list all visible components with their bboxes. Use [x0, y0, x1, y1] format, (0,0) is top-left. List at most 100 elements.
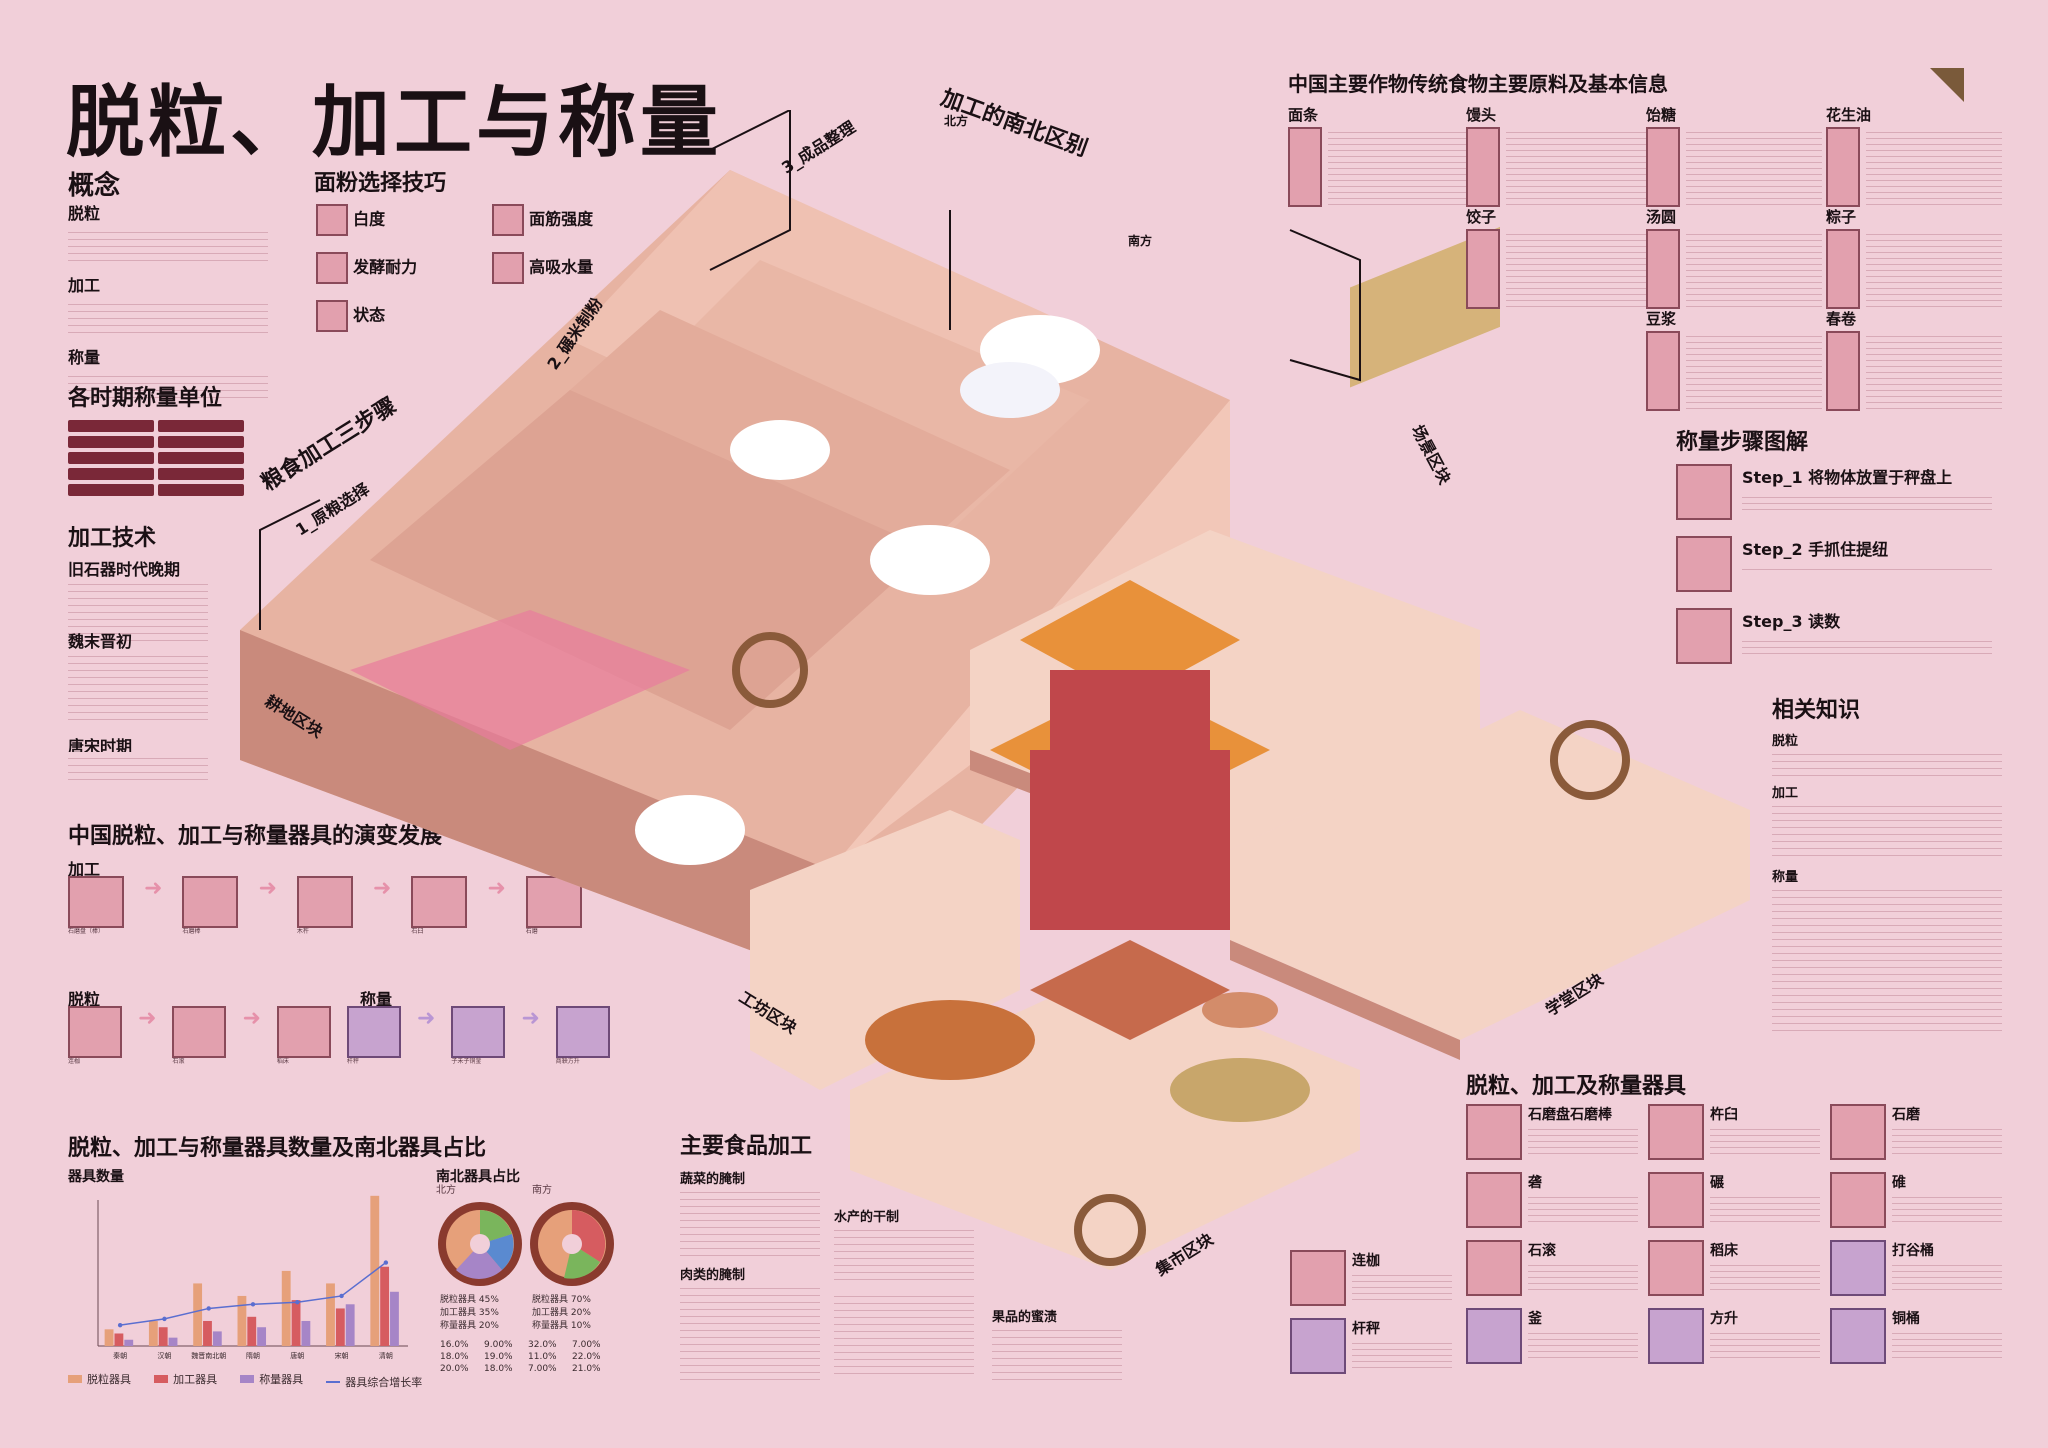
- concept-text: [68, 370, 268, 400]
- flour-thumb: [316, 300, 348, 332]
- x-tick-label: 汉朝: [157, 1352, 171, 1360]
- flour-thumb: [492, 252, 524, 284]
- flour-item-label: 发酵耐力: [353, 257, 418, 277]
- arrow-icon: ➜: [521, 1006, 540, 1031]
- foods-heading: 中国主要作物传统食物主要原料及基本信息: [1288, 72, 1668, 96]
- unit-cell: [158, 452, 244, 464]
- legend-item: 器具综合增长率: [326, 1374, 422, 1390]
- tool-card: 连枷: [1290, 1250, 1452, 1306]
- evolution-processing-row: 石磨盘（棒） ➜ 石磨棒 ➜ 木杵 ➜ 石臼 ➜ 石磨: [68, 876, 582, 936]
- main-food-item: 蔬菜的腌制: [680, 1172, 746, 1187]
- bar: [281, 1270, 291, 1346]
- tech-period: 旧石器时代晚期: [68, 560, 181, 579]
- unit-cell: [158, 468, 244, 480]
- evo-tool: 石磨棒: [182, 876, 239, 936]
- main-food-text: [992, 1324, 1122, 1384]
- concept-item-1: 脱粒: [68, 204, 101, 223]
- tool-card: 方升: [1648, 1308, 1830, 1364]
- main-food-text: [834, 1224, 974, 1284]
- flour-item: 白度: [316, 204, 385, 236]
- evolution-heading: 中国脱粒、加工与称量器具的演变发展: [68, 824, 443, 849]
- bar-chart: 秦朝汉朝魏晋南北朝隋朝唐朝宋朝清朝: [97, 1195, 408, 1360]
- isometric-scene: [240, 110, 1750, 1270]
- concept-item-3: 称量: [68, 348, 101, 367]
- bar: [380, 1266, 390, 1346]
- knowledge-item: 称量: [1772, 870, 1799, 885]
- growth-point: [206, 1306, 211, 1311]
- pie-south-label: 南方: [532, 1185, 552, 1196]
- flour-heading: 面粉选择技巧: [314, 171, 447, 196]
- evo-tool: 杆秤: [346, 1006, 401, 1066]
- evolution-row-2: 连枷 ➜ 石滚 ➜ 稻床 杆秤 ➜ 子禾子铜釜 ➜ 商鞅方升: [68, 1006, 610, 1066]
- legend-item: 脱粒器具: [68, 1371, 131, 1387]
- growth-point: [162, 1316, 167, 1322]
- main-food-text: [680, 1282, 820, 1382]
- bar: [212, 1331, 222, 1346]
- north-label: 北方: [944, 114, 969, 128]
- tech-text: [68, 650, 208, 724]
- food-card: 馒头: [1466, 104, 1656, 207]
- tool-card: 碾: [1648, 1172, 1830, 1228]
- tech-text: [68, 752, 208, 786]
- evolution-weighing-label: 称量: [360, 990, 393, 1009]
- bar: [203, 1320, 212, 1346]
- bar: [345, 1304, 355, 1346]
- evo-tool: 木杵: [296, 876, 353, 936]
- tool-card: 杵臼: [1648, 1104, 1830, 1160]
- tool-card: 釜: [1466, 1308, 1648, 1364]
- concept-text: [68, 298, 268, 338]
- corner-triangle-icon: [1930, 68, 1964, 102]
- tool-card: 铜桶: [1830, 1308, 2012, 1364]
- food-card: 面条: [1288, 104, 1478, 207]
- food-card: 饺子: [1466, 206, 1656, 309]
- legend-item: 称量器具: [240, 1371, 303, 1387]
- growth-point: [383, 1260, 389, 1265]
- concept-heading: 概念: [68, 171, 121, 201]
- tech-period: 唐宋时期: [68, 737, 133, 756]
- tool-card: 石磨盘石磨棒: [1466, 1104, 1648, 1160]
- concept-list: 脱粒 加工 称量: [68, 200, 268, 402]
- main-food-item: 果品的蜜渍: [992, 1310, 1058, 1325]
- knowledge-text: [1772, 884, 2002, 1034]
- weighing-step: Step_3 读数: [1676, 608, 1992, 664]
- weighing-step: Step_1 将物体放置于秤盘上: [1676, 464, 1992, 520]
- x-tick-label: 唐朝: [290, 1351, 304, 1360]
- units-table: [68, 420, 330, 496]
- pie-north-legend: 脱粒器具 45%加工器具 35%称量器具 20%: [440, 1295, 499, 1331]
- weighing-step: Step_2 手抓住提纽: [1676, 536, 1992, 592]
- pagoda-body: [1030, 750, 1230, 930]
- bar: [168, 1337, 178, 1346]
- unit-cell: [158, 420, 244, 432]
- x-tick-label: 清朝: [379, 1351, 393, 1360]
- tools-grid: 石磨盘石磨棒 杵臼 石磨 砻 碾 碓 石滚 稻床 打谷桶 釜 方升 铜桶: [1466, 1104, 2016, 1364]
- bar: [104, 1329, 114, 1346]
- arrow-icon: ➜: [144, 876, 163, 901]
- tool-card: 石磨: [1830, 1104, 2012, 1160]
- tech-text: [68, 578, 208, 642]
- food-card: 豆浆: [1646, 308, 1822, 411]
- bar: [335, 1308, 345, 1346]
- flour-thumb: [492, 204, 524, 236]
- flour-item-label: 状态: [353, 305, 386, 325]
- tool-card: 石滚: [1466, 1240, 1648, 1296]
- unit-cell: [68, 452, 154, 464]
- main-food-heading: 主要食品加工: [680, 1134, 813, 1159]
- bar: [390, 1291, 399, 1346]
- knowledge-item: 加工: [1772, 786, 1799, 801]
- pie-south: [530, 1202, 614, 1286]
- concept-text: [68, 226, 268, 266]
- tech-period: 魏末晋初: [68, 632, 133, 651]
- flour-item: 状态: [316, 300, 385, 332]
- growth-point: [250, 1302, 256, 1307]
- x-tick-label: 魏晋南北朝: [191, 1351, 226, 1360]
- main-food-item: 肉类的腌制: [680, 1268, 746, 1283]
- bar: [301, 1320, 311, 1346]
- tools-heading: 脱粒、加工及称量器具: [1466, 1074, 1687, 1099]
- school-platform: [1230, 710, 1750, 1040]
- food-card: 花生油: [1826, 104, 2002, 207]
- bar: [237, 1295, 247, 1346]
- arrow-icon: ➜: [258, 876, 277, 901]
- stats-ratio-label: 南北器具占比: [436, 1169, 520, 1185]
- tech-heading: 加工技术: [68, 526, 157, 551]
- main-food-text: [834, 1290, 974, 1380]
